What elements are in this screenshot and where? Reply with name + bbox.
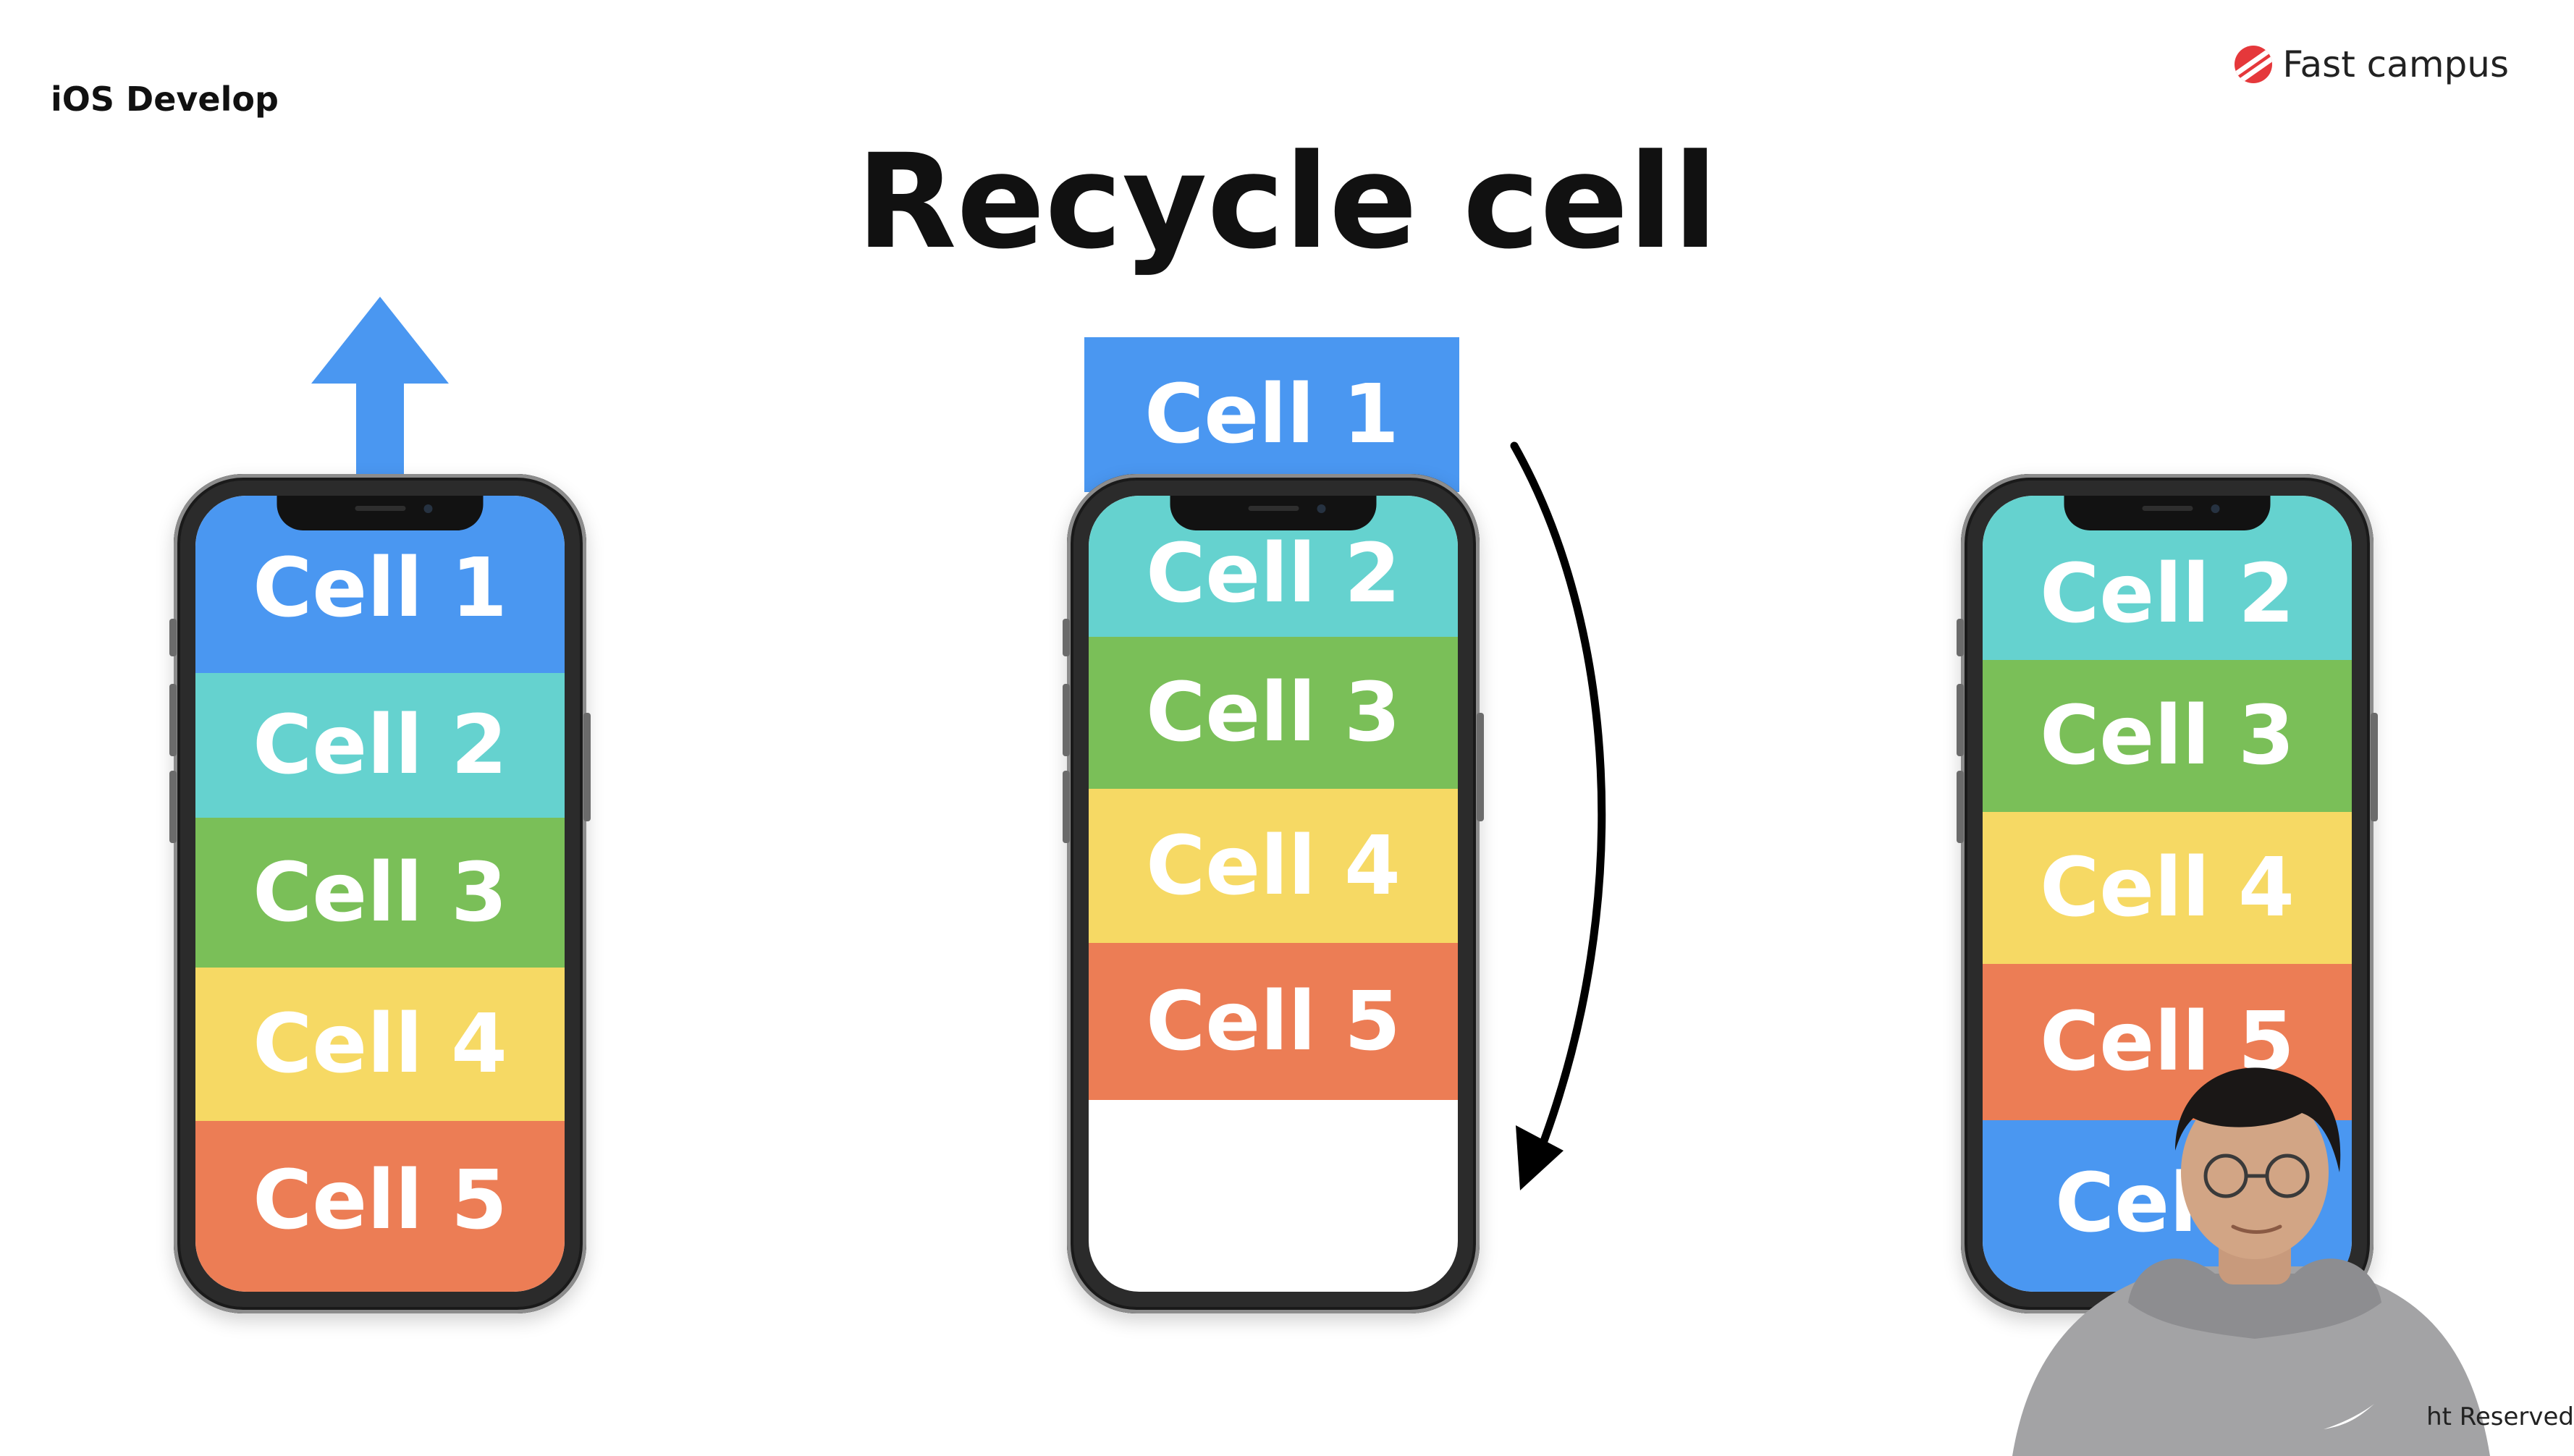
recycle-curve-arrow-icon	[1506, 434, 1629, 1201]
copyright-footer: ht Reserved	[2426, 1402, 2574, 1431]
cell-3: Cell 3	[1089, 637, 1458, 789]
cell-5: Cell 5	[195, 1121, 565, 1292]
fastcampus-logo-icon	[2235, 46, 2272, 83]
scroll-up-arrow-icon	[311, 297, 449, 478]
phone-middle-screen: Cell 2 Cell 3 Cell 4 Cell 5	[1089, 496, 1458, 1292]
cell-4: Cell 4	[195, 968, 565, 1121]
presenter-video-overlay	[2012, 1064, 2490, 1456]
cell-4: Cell 4	[1983, 812, 2352, 964]
cell-4: Cell 4	[1089, 789, 1458, 943]
phone-middle: Cell 2 Cell 3 Cell 4 Cell 5	[1067, 474, 1480, 1313]
course-label: iOS Develop	[51, 80, 279, 119]
cell-5: Cell 5	[1089, 943, 1458, 1100]
cell-2: Cell 2	[195, 673, 565, 818]
slide-title: Recycle cell	[0, 127, 2574, 278]
brand-name: Fast campus	[2282, 43, 2509, 85]
floating-cell-1: Cell 1	[1084, 337, 1459, 492]
cell-3: Cell 3	[1983, 660, 2352, 812]
brand-logo: Fast campus	[2235, 43, 2509, 85]
phone-left: Cell 1 Cell 2 Cell 3 Cell 4 Cell 5	[174, 474, 586, 1313]
phone-left-screen: Cell 1 Cell 2 Cell 3 Cell 4 Cell 5	[195, 496, 565, 1292]
cell-3: Cell 3	[195, 818, 565, 968]
